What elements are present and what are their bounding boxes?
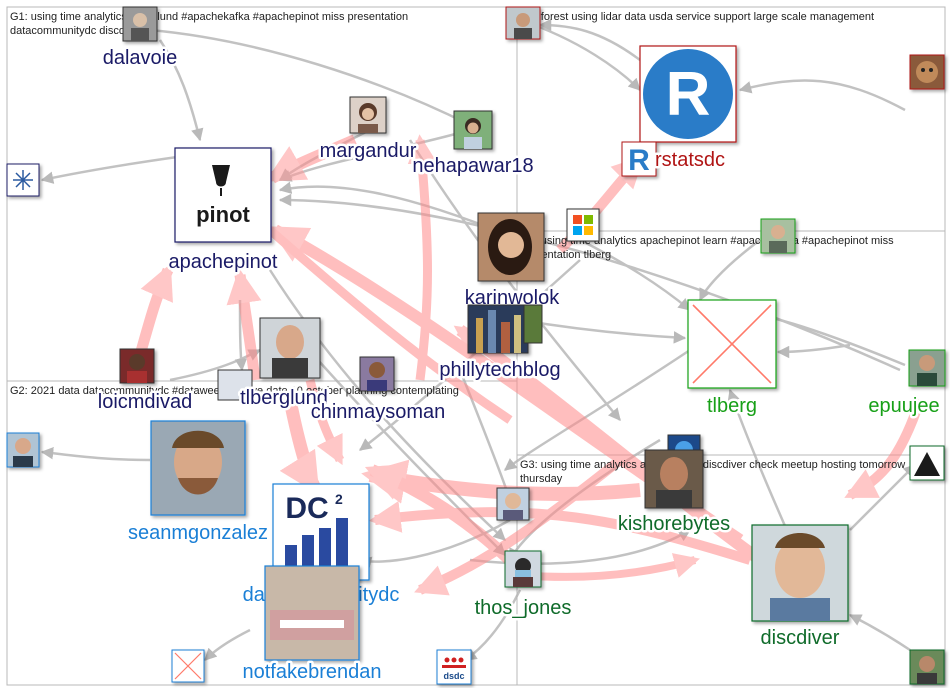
- node-thos_jones[interactable]: [504, 550, 542, 588]
- group-label-g1-cont: datacommunitydc discdiver: [10, 25, 143, 37]
- node-label-margandur: margandur: [320, 140, 417, 162]
- edge: [776, 343, 851, 359]
- starburst-icon: [13, 170, 33, 190]
- node-label-notfakebrendan: notfakebrendan: [242, 661, 381, 683]
- r-logo-text: R: [666, 60, 711, 129]
- edge: [278, 193, 901, 372]
- node-apachepinot[interactable]: pinot: [174, 147, 272, 243]
- group-panels: [6, 6, 946, 686]
- node-kishorebytes[interactable]: [644, 449, 704, 509]
- edge: [226, 268, 262, 381]
- wine-glass-icon: [212, 165, 230, 187]
- dc-logo-text: DC: [285, 492, 328, 525]
- node-label-epuujee: epuujee: [868, 395, 939, 417]
- node-small-g3-bottom[interactable]: [909, 649, 945, 685]
- dc-bars-icon: [283, 518, 351, 575]
- node-margandur[interactable]: [349, 96, 387, 134]
- node-small-tlberglund-tag[interactable]: [217, 369, 253, 401]
- node-label-apachepinot: apachepinot: [169, 251, 278, 273]
- edge: [305, 378, 345, 466]
- node-notfakebrendan[interactable]: [264, 565, 360, 661]
- node-seanmgonzalez[interactable]: [150, 420, 246, 516]
- node-small-phillytechblog-extra[interactable]: [523, 304, 543, 344]
- node-nehapawar18[interactable]: [453, 110, 493, 150]
- node-chinmaysoman[interactable]: [359, 356, 395, 392]
- node-small-g3-right[interactable]: [909, 445, 945, 481]
- node-small-g1-top[interactable]: [122, 6, 158, 42]
- node-loicmdivad[interactable]: [119, 348, 155, 384]
- pinot-logo-text: pinot: [196, 202, 250, 227]
- edge: [414, 456, 624, 596]
- broken-image-icon: [174, 652, 202, 680]
- node-datacommunitydc[interactable]: DC 2: [272, 483, 370, 581]
- node-dsdc[interactable]: dsdc: [436, 649, 472, 685]
- edge: [278, 181, 521, 242]
- node-starburst-icon-node[interactable]: [6, 163, 40, 197]
- node-small-g5-top[interactable]: [505, 6, 541, 40]
- edge: [579, 238, 691, 311]
- node-label-tlberg: tlberg: [707, 395, 757, 417]
- node-small-g4-top[interactable]: [760, 218, 796, 254]
- node-tlberg[interactable]: [687, 299, 777, 389]
- r-logo-small-text: R: [628, 144, 650, 177]
- node-epuujee[interactable]: [908, 349, 946, 387]
- edge: [407, 134, 437, 381]
- node-tlberglund[interactable]: [259, 317, 321, 379]
- group-panel-g5: [516, 6, 946, 232]
- edge: [158, 39, 204, 142]
- node-label-kishorebytes: kishorebytes: [618, 513, 730, 535]
- node-karinwolok[interactable]: [477, 212, 545, 282]
- node-small-g2-left[interactable]: [6, 432, 40, 468]
- node-discdiver[interactable]: [751, 524, 849, 622]
- group-label-g4: G4: using time analytics apachepinot lea…: [520, 235, 894, 247]
- node-small-g2-broken[interactable]: [171, 649, 205, 683]
- edge: [698, 239, 761, 302]
- edge: [368, 501, 752, 565]
- node-label-seanmgonzalez: seanmgonzalez: [128, 522, 268, 544]
- node-label-nehapawar18: nehapawar18: [412, 155, 533, 177]
- node-microsoft[interactable]: [566, 208, 600, 242]
- group-label-g1: G1: using time analytics tlberglund #apa…: [10, 11, 408, 23]
- broken-image-icon: [692, 304, 772, 384]
- node-label-chinmaysoman: chinmaysoman: [311, 401, 446, 423]
- node-phillytechblog[interactable]: [467, 304, 529, 354]
- edge: [134, 263, 174, 357]
- node-rstatsdc[interactable]: R: [621, 141, 657, 177]
- node-label-tlberglund: tlberglund: [240, 387, 328, 409]
- group-label-g3-cont: thursday: [520, 473, 563, 485]
- node-label-discdiver: discdiver: [761, 627, 840, 649]
- edge: [364, 464, 525, 575]
- microsoft-logo-icon: [573, 215, 593, 235]
- node-small-g2-face[interactable]: [496, 487, 530, 521]
- edge: [40, 446, 151, 462]
- edge: [844, 398, 925, 500]
- node-label-phillytechblog: phillytechblog: [439, 359, 560, 381]
- dc-flag-icon: [442, 657, 466, 668]
- edge: [204, 628, 251, 661]
- edge: [267, 226, 513, 424]
- node-small-g5-right[interactable]: [909, 54, 945, 90]
- dc-logo-sup: 2: [335, 491, 343, 507]
- edge: [738, 79, 906, 112]
- edge: [848, 613, 911, 652]
- edge: [149, 28, 472, 127]
- dsdc-logo-text: dsdc: [443, 671, 464, 681]
- node-label-loicmdivad: loicmdivad: [98, 391, 192, 413]
- group-label-g3: G3: using time analytics apachepinot dis…: [520, 459, 905, 471]
- node-rstatsdc-logo[interactable]: R: [639, 45, 737, 143]
- edge: [265, 134, 358, 184]
- node-label-thos_jones: thos_jones: [475, 597, 572, 619]
- group-label-g5: G5: forest using lidar data usda service…: [520, 11, 874, 23]
- node-label-rstatsdc: rstatsdc: [655, 149, 725, 171]
- edge: [538, 18, 641, 62]
- node-label-dalavoie: dalavoie: [103, 47, 178, 69]
